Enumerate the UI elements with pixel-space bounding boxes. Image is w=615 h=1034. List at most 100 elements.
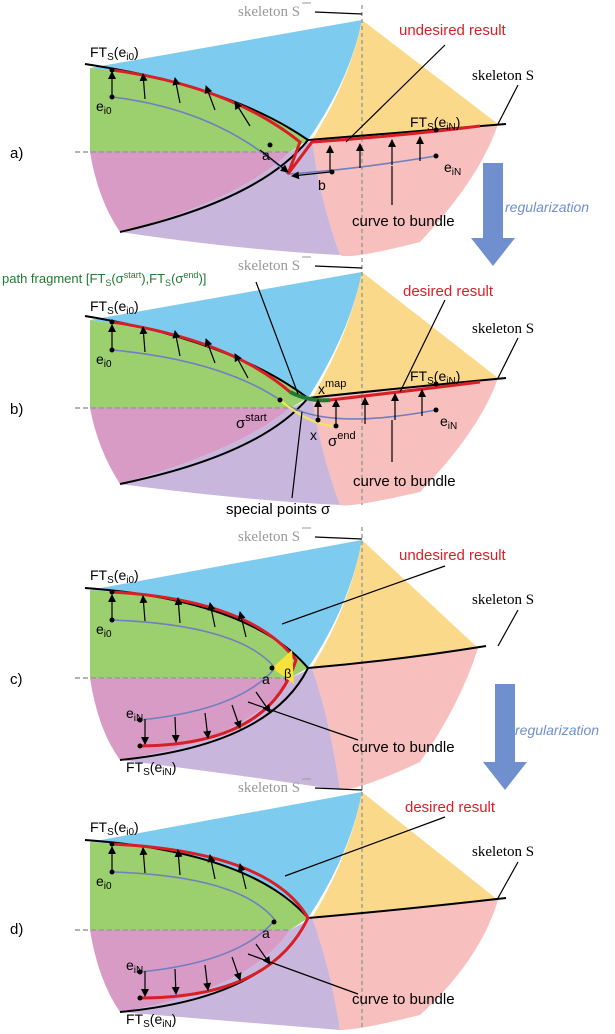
point-a-c <box>269 665 275 671</box>
leader-skeleton-bar-c <box>314 536 363 540</box>
leader-path-fragment-b <box>255 281 299 395</box>
region-pink <box>312 900 498 1030</box>
region-blue <box>90 272 362 398</box>
panel-b: b) skeleton S path fragment [FTS(σstart)… <box>2 256 534 518</box>
region-pink <box>312 648 478 790</box>
region-blue <box>90 20 362 140</box>
point-a-label-a: a <box>262 147 270 163</box>
region-yellow <box>312 272 498 398</box>
ei0-label-b: ei0 <box>96 351 112 370</box>
ft-eiN-label-a: FTS(eiN) <box>410 114 460 133</box>
panel-label-a: a) <box>10 145 23 162</box>
skeleton-bar-label-a: skeleton S <box>238 4 300 20</box>
point-ft-ei0-c <box>109 589 115 595</box>
desired-red-d <box>111 842 310 1000</box>
leader-skeleton-b <box>497 337 519 379</box>
undesired-red-a <box>111 68 481 175</box>
eiN-label-a: eiN <box>444 159 461 178</box>
panel-label-b: b) <box>10 401 23 418</box>
region-pink <box>312 378 498 506</box>
point-eiN-b <box>433 407 439 413</box>
point-b-label-a: b <box>318 177 326 193</box>
eiN-label-d: eiN <box>126 957 143 976</box>
point-eiN-d <box>137 969 143 975</box>
leader-special-points-b <box>291 411 303 499</box>
ei0-label-c: ei0 <box>96 621 112 640</box>
point-ei0-c <box>109 617 115 623</box>
sigma-end-label-b: σend <box>328 430 356 450</box>
vector-arrows-c <box>108 594 271 745</box>
region-magenta <box>90 408 290 484</box>
leader-curve-d <box>247 953 359 995</box>
point-ft-eiN-d <box>137 995 143 1001</box>
leader-undesired-c <box>281 565 446 625</box>
region-lavender <box>120 918 340 1030</box>
ei0-label-a: ei0 <box>96 98 112 117</box>
point-eiN-c <box>137 717 143 723</box>
leader-skeleton-d <box>497 861 519 899</box>
panel-d: d) skeleton S desired result skeleton S … <box>10 778 534 1030</box>
reg-arrow-shape-1 <box>471 163 515 266</box>
skeleton-label-b: skeleton S <box>472 321 534 337</box>
leader-skeleton-c <box>497 609 519 647</box>
leader-skeleton-bar-a <box>314 11 363 15</box>
ft-ei0-label-a: FTS(ei0) <box>90 44 139 63</box>
panel-label-c: c) <box>10 671 23 688</box>
panel-label-d: d) <box>10 921 23 938</box>
leader-skeleton-bar-d <box>314 787 363 791</box>
vector-arrows-a <box>108 71 424 180</box>
curve-label-c: curve to bundle <box>352 739 455 756</box>
result-label-a: undesired result <box>399 22 507 39</box>
reg-label-2: regularization <box>515 722 599 738</box>
skeleton-label-a: skeleton S <box>472 68 534 84</box>
leader-skeleton-bar-b <box>314 265 363 269</box>
point-ei0-b <box>109 347 115 353</box>
skeleton-bar-label-c: skeleton S <box>238 529 300 545</box>
ft-ei0-label-b: FTS(ei0) <box>90 298 139 317</box>
ft-ei0-label-d: FTS(ei0) <box>90 819 139 838</box>
result-label-d: desired result <box>405 799 496 816</box>
ft-eiN-label-d: FTS(eiN) <box>126 1011 176 1030</box>
point-eiN-a <box>433 153 439 159</box>
xmap-label-b: xmap <box>318 378 346 397</box>
x-label-b: x <box>310 427 317 443</box>
skeleton-bar-label-b: skeleton S <box>238 258 300 274</box>
point-x-b <box>315 417 321 423</box>
point-ft-eiN-a <box>433 127 439 133</box>
skeleton-label-d: skeleton S <box>472 844 534 860</box>
leader-desired-d <box>284 816 446 877</box>
ft-eiN-label-c: FTS(eiN) <box>126 759 176 778</box>
region-yellow <box>312 540 478 668</box>
point-ei0-a <box>109 94 115 100</box>
sigma-start-label-b: σstart <box>236 412 267 432</box>
region-magenta <box>90 678 290 760</box>
ft-eiN-label-b: FTS(eiN) <box>410 368 460 387</box>
leader-undesired-a <box>345 44 446 143</box>
result-label-c: undesired result <box>399 547 507 564</box>
point-b-a <box>329 169 335 175</box>
path-fragment-label-b: path fragment [FTS(σstart),FTS(σend)] <box>2 270 206 288</box>
leader-curve-c <box>247 701 359 741</box>
boundary-right-a <box>307 123 507 141</box>
point-sigma-start-b <box>277 397 283 403</box>
region-magenta <box>90 152 290 232</box>
beta-label-c: β <box>284 666 291 681</box>
boundary-right-c <box>307 645 487 669</box>
skeleton-label-c: skeleton S <box>472 592 534 608</box>
path-fragment-green-b <box>289 390 331 403</box>
point-ft-eiN-b <box>433 381 439 387</box>
point-a-a <box>267 142 273 148</box>
point-ft-eiN-c <box>137 743 143 749</box>
reg-arrow-shape-2 <box>483 684 527 790</box>
regularization-arrow-1: regularization <box>471 163 589 266</box>
leader-desired-b <box>399 299 446 393</box>
point-a-d <box>271 919 277 925</box>
point-ft-ei0-b <box>109 319 115 325</box>
region-pink <box>312 124 498 257</box>
point-a-label-d: a <box>262 925 270 941</box>
point-ft-ei0-d <box>109 841 115 847</box>
point-ei0-d <box>109 869 115 875</box>
region-yellow <box>312 792 498 918</box>
panel-a: a) skeleton S undesired result skeleton … <box>10 2 534 257</box>
point-sigma-end-b <box>333 423 339 429</box>
